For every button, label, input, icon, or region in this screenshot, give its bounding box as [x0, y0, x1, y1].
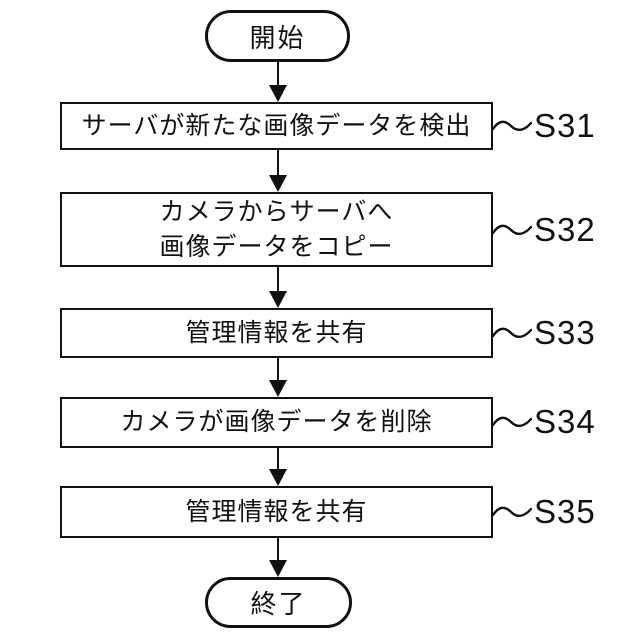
step-label-s32: S32	[492, 211, 596, 249]
step-label-s33: S33	[492, 314, 596, 352]
arrow-down-head-icon	[269, 469, 287, 486]
arrow-down-head-icon	[269, 175, 287, 192]
tilde-connector-icon	[492, 224, 532, 235]
tilde-connector-icon	[492, 506, 532, 517]
arrow-down-head-icon	[269, 85, 287, 102]
process-box-s33-text: 管理情報を共有	[185, 318, 368, 347]
flow-arrow-s34-to-s35	[269, 448, 287, 486]
flow-arrow-start-to-s31	[269, 62, 287, 102]
arrow-down-head-icon	[269, 291, 287, 308]
tilde-connector-icon	[492, 327, 532, 338]
arrow-down-head-icon	[269, 560, 287, 577]
arrow-line	[276, 358, 280, 380]
process-box-s32-text-line2: 画像データをコピー	[159, 232, 394, 261]
end-terminal-label: 終了	[250, 589, 307, 619]
process-box-s31-text: サーバが新たな画像データを検出	[81, 111, 472, 140]
step-label-s35: S35	[492, 493, 596, 531]
start-terminal: 開始	[205, 10, 350, 62]
arrow-line	[276, 62, 280, 85]
end-terminal: 終了	[205, 577, 352, 628]
flow-arrow-s32-to-s33	[269, 267, 287, 308]
tilde-connector-icon	[492, 416, 532, 427]
start-terminal-label: 開始	[249, 22, 306, 53]
step-label-s33-text: S33	[534, 314, 596, 351]
arrow-line	[276, 267, 280, 291]
process-box-s35-text: 管理情報を共有	[185, 497, 368, 526]
flow-arrow-s33-to-s34	[269, 358, 287, 397]
arrow-line	[276, 448, 280, 469]
arrow-down-head-icon	[269, 380, 287, 397]
arrow-line	[276, 150, 280, 175]
step-label-s34-text: S34	[534, 403, 596, 440]
process-box-s31: サーバが新たな画像データを検出	[60, 102, 493, 150]
process-box-s33: 管理情報を共有	[60, 308, 493, 358]
flow-arrow-s35-to-end	[269, 538, 287, 577]
arrow-line	[276, 538, 280, 560]
step-label-s32-text: S32	[534, 211, 596, 248]
process-box-s34: カメラが画像データを削除	[60, 397, 493, 448]
step-label-s31-text: S31	[534, 107, 596, 144]
process-box-s34-text: カメラが画像データを削除	[120, 408, 433, 436]
step-label-s31: S31	[492, 107, 596, 145]
process-box-s35: 管理情報を共有	[60, 486, 493, 538]
step-label-s34: S34	[492, 403, 596, 441]
process-box-s32-text-line1: カメラからサーバへ	[159, 197, 394, 226]
step-label-s35-text: S35	[534, 493, 596, 530]
tilde-connector-icon	[492, 120, 532, 131]
flow-arrow-s31-to-s32	[269, 150, 287, 192]
process-box-s32: カメラからサーバへ 画像データをコピー	[60, 192, 493, 267]
